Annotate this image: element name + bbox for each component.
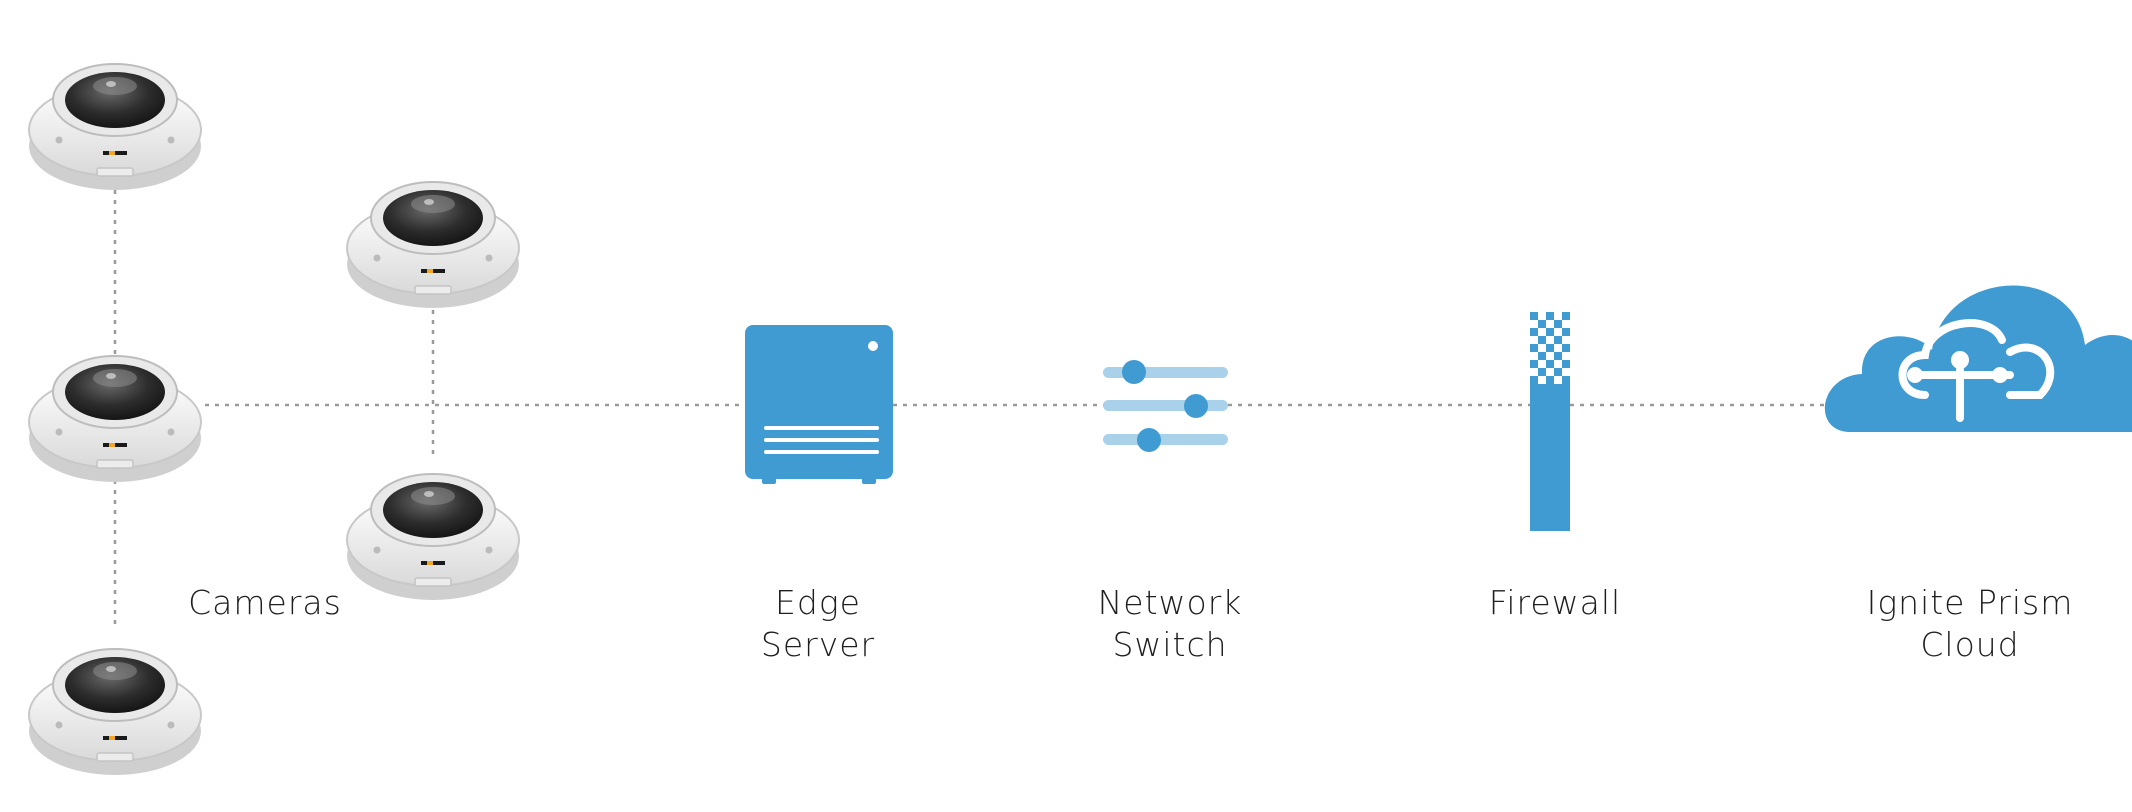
- cameras-label-line-1: Cameras: [188, 583, 342, 622]
- edge-server-label-line-2: Server: [760, 625, 876, 664]
- firewall-pixel: [1554, 320, 1562, 328]
- network-switch-label-line-2: Switch: [1112, 625, 1228, 664]
- firewall-pixel: [1530, 400, 1538, 408]
- network-switch-label-line-1: Network: [1097, 583, 1243, 622]
- firewall-pixel: [1546, 392, 1554, 400]
- firewall-pixel: [1554, 408, 1562, 416]
- firewall-pixel: [1530, 376, 1538, 384]
- firewall-pixel: [1554, 352, 1562, 360]
- firewall-pixel: [1538, 392, 1546, 400]
- firewall-pixel: [1554, 384, 1562, 392]
- firewall-pixel: [1530, 344, 1538, 352]
- firewall-pixel: [1562, 360, 1570, 368]
- firewall-pixel: [1538, 336, 1546, 344]
- dome-camera-icon: [346, 473, 520, 601]
- firewall-pixel: [1562, 344, 1570, 352]
- network-switch-label: Network Switch: [1070, 582, 1270, 666]
- connector-lines: [113, 180, 1825, 630]
- dome-camera-icon: [28, 648, 202, 776]
- firewall-pixel: [1538, 408, 1546, 416]
- firewall-pixel: [1546, 400, 1554, 408]
- firewall-pixel: [1562, 384, 1570, 392]
- edge-server-icon: [745, 325, 893, 484]
- firewall-pixel: [1538, 320, 1546, 328]
- firewall-icon: [1530, 312, 1570, 531]
- firewall-pixel: [1538, 400, 1546, 408]
- firewall-pixel: [1530, 312, 1538, 320]
- firewall-pixel: [1538, 352, 1546, 360]
- dome-camera-icon: [28, 63, 202, 191]
- firewall-pixel: [1530, 392, 1538, 400]
- firewall-pixel: [1546, 360, 1554, 368]
- firewall-pixel: [1538, 384, 1546, 392]
- firewall-pixel: [1554, 392, 1562, 400]
- firewall-label-line-1: Firewall: [1488, 583, 1622, 622]
- edge-server-label-line-1: Edge: [775, 583, 861, 622]
- cloud-label-line-1: Ignite Prism: [1866, 583, 2074, 622]
- firewall-pixel: [1562, 408, 1570, 416]
- cloud-label: Ignite Prism Cloud: [1840, 582, 2100, 666]
- dome-camera-icon: [28, 355, 202, 483]
- firewall-pixel: [1530, 408, 1538, 416]
- firewall-pixel: [1546, 384, 1554, 392]
- firewall-pixel: [1562, 400, 1570, 408]
- dome-camera-icon: [346, 181, 520, 309]
- network-switch-icon: [1103, 360, 1228, 452]
- firewall-label: Firewall: [1455, 582, 1655, 624]
- edge-server-label: Edge Server: [718, 582, 918, 666]
- firewall-pixel: [1546, 408, 1554, 416]
- firewall-pixel: [1554, 336, 1562, 344]
- firewall-pixel: [1530, 384, 1538, 392]
- cloud-label-line-2: Cloud: [1920, 625, 2020, 664]
- firewall-pixel: [1546, 376, 1554, 384]
- firewall-pixel: [1546, 344, 1554, 352]
- firewall-pixel: [1562, 312, 1570, 320]
- firewall-pixel: [1562, 328, 1570, 336]
- firewall-pixel: [1546, 312, 1554, 320]
- firewall-pixel: [1554, 368, 1562, 376]
- cloud-icon: [1824, 285, 2132, 432]
- firewall-pixel: [1562, 376, 1570, 384]
- firewall-pixel: [1546, 328, 1554, 336]
- firewall-pixel: [1530, 328, 1538, 336]
- firewall-pixel: [1554, 400, 1562, 408]
- firewall-pixel: [1538, 368, 1546, 376]
- firewall-pixel: [1562, 392, 1570, 400]
- cameras-label: Cameras: [165, 582, 365, 624]
- firewall-pixel: [1530, 360, 1538, 368]
